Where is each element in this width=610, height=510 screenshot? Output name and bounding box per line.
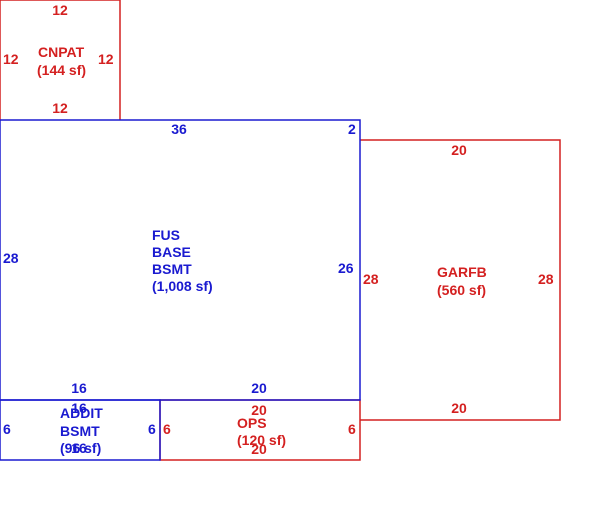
fus-dim-bottom-right: 20 <box>251 380 267 396</box>
cnpat-dim-left: 12 <box>3 51 19 67</box>
fus-label-line-1: FUS <box>152 227 180 243</box>
cnpat-outline <box>0 0 121 120</box>
cnpat-area: 12 12 12 12 CNPAT (144 sf) <box>0 0 121 120</box>
fus-dim-corner: 2 <box>348 121 356 137</box>
ops-dim-left: 6 <box>163 421 171 437</box>
addit-label-line-1: ADDIT <box>60 405 103 421</box>
fus-label-line-3: BSMT <box>152 261 192 277</box>
addit-label-line-2: BSMT <box>60 423 100 439</box>
garfb-dim-right: 28 <box>538 271 554 287</box>
garfb-dim-bottom: 20 <box>451 400 467 416</box>
addit-area-value: (96 sf) <box>60 440 101 456</box>
addit-dim-left: 6 <box>3 421 11 437</box>
fus-outline <box>0 119 361 401</box>
fus-area: 36 2 28 26 16 20 FUS BASE BSMT (1,008 sf… <box>0 119 361 401</box>
addit-dim-top: 16 <box>71 400 87 416</box>
cnpat-dim-top: 12 <box>52 2 68 18</box>
ops-label: OPS <box>237 415 267 431</box>
ops-dim-top: 20 <box>251 402 267 418</box>
fus-dim-bottom-left: 16 <box>71 380 87 396</box>
addit-dim-right: 6 <box>148 421 156 437</box>
ops-area-value: (120 sf) <box>237 432 286 448</box>
fus-dim-left: 28 <box>3 250 19 266</box>
garfb-label: GARFB <box>437 264 487 280</box>
ops-dim-right: 6 <box>348 421 356 437</box>
ops-dim-bottom: 20 <box>251 441 267 457</box>
fus-dim-right: 26 <box>338 260 354 276</box>
garfb-area: 20 28 28 20 GARFB (560 sf) <box>360 139 561 421</box>
garfb-outline <box>360 139 561 421</box>
cnpat-area-value: (144 sf) <box>37 62 86 78</box>
cnpat-dim-right: 12 <box>98 51 114 67</box>
garfb-dim-left: 28 <box>363 271 379 287</box>
fus-area-value: (1,008 sf) <box>152 278 213 294</box>
cnpat-dim-bottom: 12 <box>52 100 68 116</box>
cnpat-label: CNPAT <box>38 44 85 60</box>
addit-dim-bottom: 16 <box>71 440 87 456</box>
ops-area: 20 6 6 20 OPS (120 sf) <box>159 399 361 461</box>
garfb-dim-top: 20 <box>451 142 467 158</box>
addit-area: 16 6 6 16 ADDIT BSMT (96 sf) <box>0 399 161 461</box>
fus-label-line-2: BASE <box>152 244 191 260</box>
garfb-area-value: (560 sf) <box>437 282 486 298</box>
addit-outline <box>0 399 161 461</box>
fus-dim-top: 36 <box>171 121 187 137</box>
